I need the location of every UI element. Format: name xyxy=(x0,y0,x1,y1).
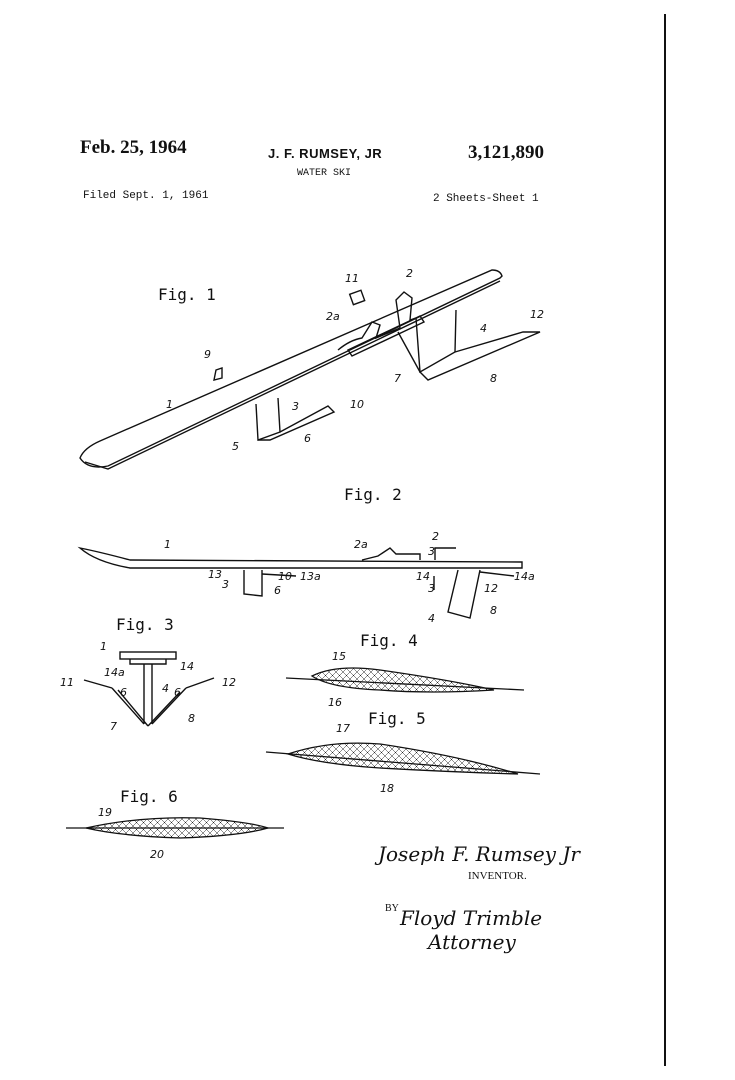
fig-1-drawing xyxy=(79,269,541,470)
numeral-3-top-fig2: 3 xyxy=(428,545,435,558)
numeral-13a: 13a xyxy=(300,570,321,583)
patent-date: Feb. 25, 1964 xyxy=(80,137,187,158)
numeral-19: 19 xyxy=(98,806,112,819)
inventor-label: INVENTOR. xyxy=(468,870,527,882)
numeral-17: 17 xyxy=(336,722,350,735)
fig-3-drawing xyxy=(83,651,215,727)
fig-5-numerals: 17 18 xyxy=(336,722,394,795)
numeral-4-fig3: 4 xyxy=(162,682,169,695)
fig-3-numerals: 1 14a 14 11 6 4 6 12 7 8 xyxy=(60,640,236,733)
numeral-14: 14 xyxy=(416,570,430,583)
filed-date: Filed Sept. 1, 1961 xyxy=(83,190,209,202)
fig-5-label: Fig. 5 xyxy=(368,709,426,728)
attorney-signature-title: Attorney xyxy=(428,930,516,954)
fig-4-numerals: 15 16 xyxy=(328,650,346,709)
margin-rule xyxy=(664,14,666,1066)
inventor-signature: Joseph F. Rumsey Jr xyxy=(378,842,580,866)
numeral-8-fig2: 8 xyxy=(490,604,497,617)
numeral-14-fig3: 14 xyxy=(180,660,194,673)
numeral-6-left-fig3: 6 xyxy=(120,686,127,699)
numeral-7-fig3: 7 xyxy=(110,720,117,733)
numeral-6: 6 xyxy=(304,432,311,445)
fig-4-label: Fig. 4 xyxy=(360,631,418,650)
numeral-3: 3 xyxy=(292,400,299,413)
numeral-7: 7 xyxy=(394,372,401,385)
numeral-16: 16 xyxy=(328,696,342,709)
numeral-2: 2 xyxy=(406,267,413,280)
numeral-8-fig3: 8 xyxy=(188,712,195,725)
numeral-1-fig3: 1 xyxy=(100,640,107,653)
numeral-8: 8 xyxy=(490,372,497,385)
numeral-18: 18 xyxy=(380,782,394,795)
numeral-6-right-fig3: 6 xyxy=(174,686,181,699)
numeral-15: 15 xyxy=(332,650,346,663)
numeral-6-fig2: 6 xyxy=(274,584,281,597)
numeral-1: 1 xyxy=(166,398,173,411)
numeral-3-lower-fig2: 3 xyxy=(428,582,435,595)
sheet-count: 2 Sheets-Sheet 1 xyxy=(433,193,539,205)
numeral-2a: 2a xyxy=(326,310,340,323)
numeral-12-fig2: 12 xyxy=(484,582,498,595)
numeral-14a-fig3: 14a xyxy=(104,666,125,679)
fig-1-label: Fig. 1 xyxy=(158,285,216,304)
numeral-20: 20 xyxy=(150,848,164,861)
numeral-3-fig2: 3 xyxy=(222,578,229,591)
fig-2-label: Fig. 2 xyxy=(344,485,402,504)
numeral-2-fig2: 2 xyxy=(432,530,439,543)
numeral-11-fig3: 11 xyxy=(60,676,74,689)
numeral-10: 10 xyxy=(350,398,364,411)
by-label: BY xyxy=(385,903,399,914)
fig-2-drawing xyxy=(77,546,523,619)
fig-2-numerals: 2a 2 3 1 13 10 13a 3 6 14 12 14a 3 4 8 xyxy=(164,530,535,625)
patent-title: WATER SKI xyxy=(297,168,352,179)
numeral-13: 13 xyxy=(208,568,222,581)
numeral-11: 11 xyxy=(345,272,359,285)
numeral-5: 5 xyxy=(232,440,239,453)
fig-6-drawing xyxy=(66,817,284,839)
fig-6-numerals: 19 20 xyxy=(98,806,164,861)
fig-1-numerals: 11 2 2a 12 4 9 7 8 1 3 10 5 6 xyxy=(166,267,544,453)
numeral-2a-fig2: 2a xyxy=(354,538,368,551)
fig-6-label: Fig. 6 xyxy=(120,787,178,806)
numeral-12-fig3: 12 xyxy=(222,676,236,689)
numeral-4: 4 xyxy=(480,322,487,335)
fig-3-label: Fig. 3 xyxy=(116,615,174,634)
numeral-12: 12 xyxy=(530,308,544,321)
patent-number: 3,121,890 xyxy=(468,142,544,163)
numeral-10-fig2: 10 xyxy=(278,570,292,583)
numeral-14a: 14a xyxy=(514,570,535,583)
fig-4-drawing xyxy=(285,667,525,693)
numeral-1-fig2: 1 xyxy=(164,538,171,551)
inventor-name: J. F. RUMSEY, JR xyxy=(268,146,383,161)
numeral-9: 9 xyxy=(204,348,211,361)
numeral-4-fig2: 4 xyxy=(428,612,435,625)
attorney-signature-name: Floyd Trimble xyxy=(400,906,543,930)
fig-5-drawing xyxy=(265,742,541,775)
